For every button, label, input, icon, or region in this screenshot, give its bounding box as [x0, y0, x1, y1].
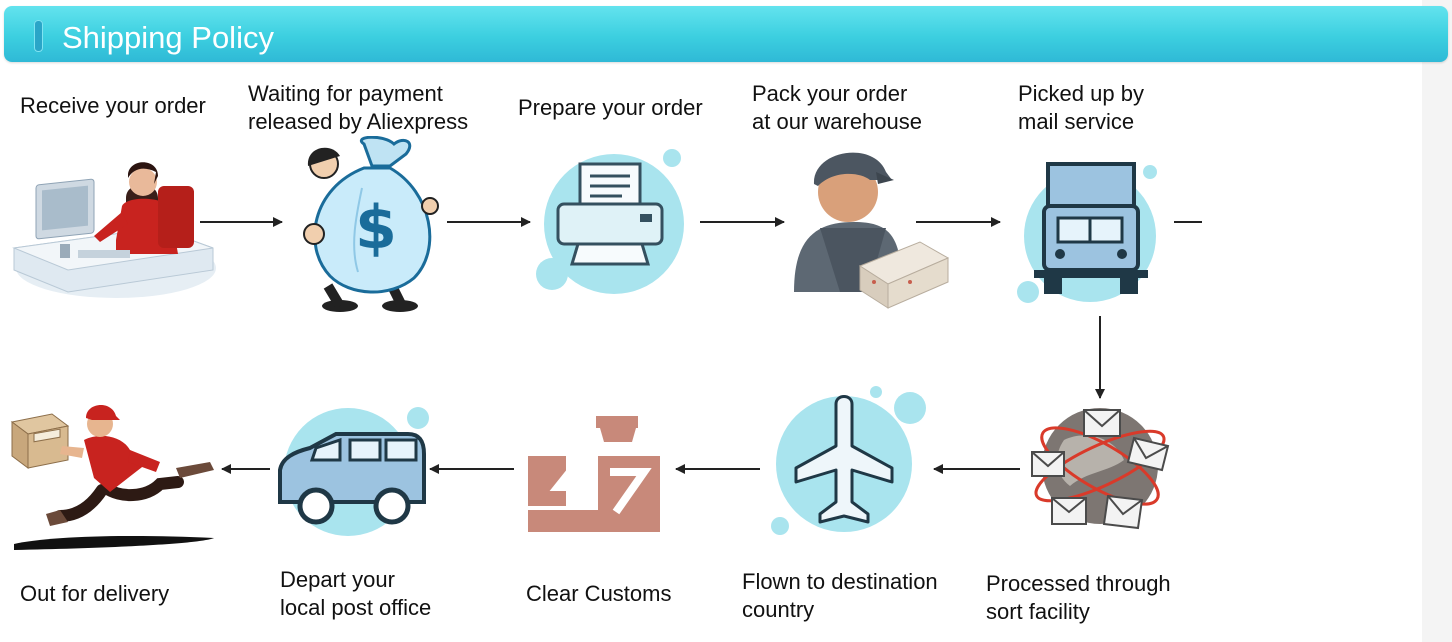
section-header: Shipping Policy	[4, 6, 1448, 62]
step-label-flown: Flown to destination country	[742, 569, 938, 622]
money-bag-icon: $	[303, 136, 439, 312]
step-label-receive-order: Receive your order	[20, 93, 206, 118]
page-scroll-strip	[1422, 0, 1452, 642]
step-label-picked-up: Picked up by mail service	[1018, 81, 1144, 134]
airplane-icon	[771, 386, 926, 535]
van-icon	[278, 407, 429, 536]
delivery-man-icon	[10, 404, 214, 550]
header-tab-decoration	[34, 20, 43, 52]
step-label-pack-order: Pack your order at our warehouse	[752, 81, 922, 134]
step-label-waiting-payment: Waiting for payment released by Aliexpre…	[248, 81, 469, 134]
step-label-prepare-order: Prepare your order	[518, 95, 703, 120]
step-label-clear-customs: Clear Customs	[526, 581, 672, 606]
svg-text:$: $	[355, 193, 397, 263]
globe-mail-icon	[1031, 408, 1170, 530]
warehouse-worker-icon	[794, 152, 950, 309]
step-label-out-for-delivery: Out for delivery	[20, 581, 170, 606]
page-title: Shipping Policy	[62, 20, 274, 55]
computer-operator-icon	[12, 162, 216, 298]
printer-icon	[536, 149, 684, 294]
truck-icon	[1017, 162, 1157, 303]
step-label-sort-facility: Processed through sort facility	[986, 571, 1171, 624]
step-label-depart-post-office: Depart your local post office	[280, 567, 432, 620]
customs-officer-icon	[528, 416, 660, 532]
